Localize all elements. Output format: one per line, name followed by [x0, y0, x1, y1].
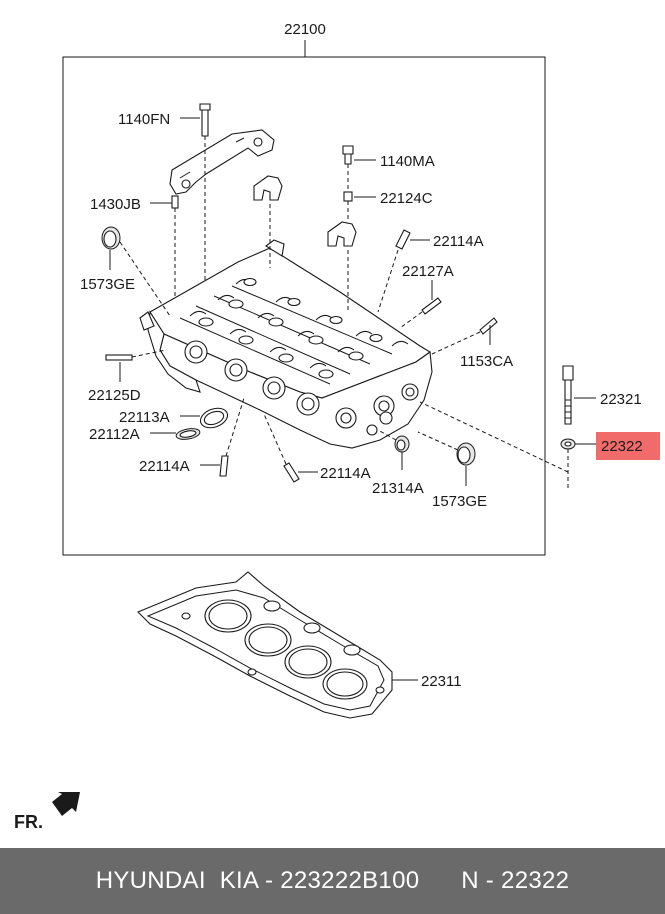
- exhaust-ports: [184, 340, 419, 429]
- label-22311[interactable]: 22311: [421, 673, 462, 690]
- label-22112a[interactable]: 22112A: [89, 426, 140, 443]
- label-22125d[interactable]: 22125D: [88, 387, 141, 404]
- label-front: FR.: [14, 812, 43, 832]
- seal-21314a: [377, 429, 410, 453]
- label-21314a[interactable]: 21314A: [372, 480, 424, 497]
- washer-22322: [419, 401, 576, 488]
- dowel-22114a-bl: [219, 397, 245, 477]
- highlight-box-22322: [596, 432, 660, 460]
- ring-22113a: [199, 407, 229, 429]
- label-22127a[interactable]: 22127A: [402, 263, 454, 280]
- parts-diagram: 22100: [14, 21, 660, 832]
- label-22114a-bm[interactable]: 22114A: [320, 465, 371, 482]
- cam-journals: [179, 277, 409, 385]
- label-22113a[interactable]: 22113A: [119, 409, 170, 426]
- label-1153ca[interactable]: 1153CA: [460, 353, 513, 370]
- footer-spacer: [419, 867, 461, 895]
- bearing-cap-front: [169, 129, 275, 195]
- sleeve-22124c: [343, 191, 353, 222]
- label-22322[interactable]: 22322: [601, 438, 643, 455]
- dowel-22114a-bm: [263, 413, 300, 483]
- bolt-1140fn: [199, 103, 211, 280]
- label-22124c[interactable]: 22124C: [380, 190, 433, 207]
- head-gasket: [137, 571, 393, 719]
- assembly-frame: [62, 56, 546, 556]
- bolt-22321: [562, 365, 574, 425]
- front-arrow-icon: [52, 792, 80, 816]
- label-22321[interactable]: 22321: [600, 391, 642, 408]
- bearing-cap-rear: [327, 221, 357, 310]
- footer-brand-part: HYUNDAI KIA - 223222B100: [95, 867, 420, 894]
- dowel-22114a-top: [377, 229, 411, 313]
- ring-22112a: [175, 428, 201, 440]
- stud-1153ca: [431, 317, 498, 355]
- label-1430jb[interactable]: 1430JB: [90, 196, 141, 213]
- pin-1430jb: [171, 195, 179, 296]
- footer-part-number: N - 22322: [461, 867, 570, 894]
- label-1140ma[interactable]: 1140MA: [380, 153, 435, 170]
- label-22114a-bl[interactable]: 22114A: [139, 458, 190, 475]
- bolt-1140ma: [342, 145, 354, 194]
- plug-1573ge-right: [417, 431, 476, 466]
- label-1573ge-left[interactable]: 1573GE: [80, 276, 135, 293]
- stud-22127a: [399, 297, 442, 329]
- cylinder-head: [139, 239, 433, 449]
- footer-banner: HYUNDAI KIA - 223222B100 N - 22322: [0, 848, 665, 914]
- label-22114a-top[interactable]: 22114A: [433, 233, 484, 250]
- label-assembly[interactable]: 22100: [284, 21, 326, 38]
- label-1573ge-right[interactable]: 1573GE: [432, 493, 487, 510]
- plug-1573ge-left: [101, 226, 171, 317]
- label-1140fn[interactable]: 1140FN: [118, 111, 170, 128]
- bearing-cap-mid: [253, 175, 283, 268]
- stud-22125d: [105, 349, 167, 361]
